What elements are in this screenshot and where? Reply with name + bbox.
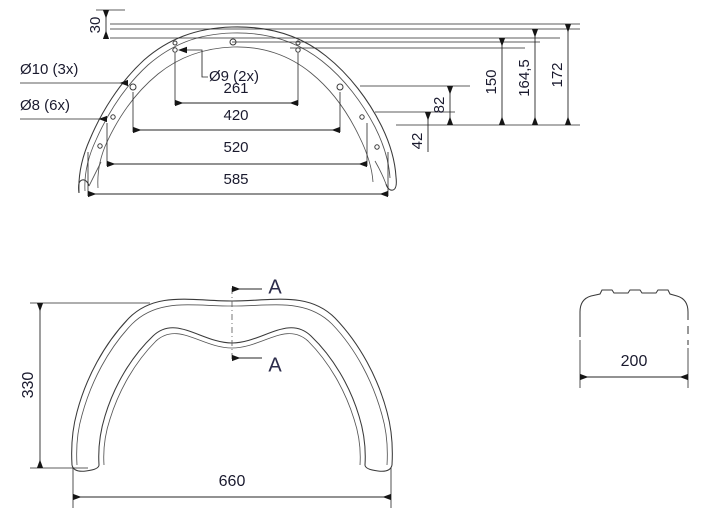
fender-left-tip-edge	[88, 161, 102, 187]
section-a-label-top: A	[268, 276, 282, 298]
hole-dia9-center	[229, 38, 237, 46]
top-view: Ø10 (3x) Ø8 (6x) Ø9 (2x) 30 261 420 520 …	[20, 9, 580, 198]
callout-dia10-label: Ø10 (3x)	[20, 61, 78, 78]
section-a-label-bottom: A	[268, 354, 282, 376]
dimtext-172: 172	[549, 62, 566, 87]
callout-dia9-label: Ø9 (2x)	[209, 68, 259, 85]
section-profile-outline	[579, 289, 689, 337]
dimtext-42: 42	[409, 133, 426, 150]
section-view: 200	[579, 289, 689, 388]
hole-right-lower-small	[295, 47, 301, 53]
hole-left-flank-low	[97, 143, 103, 149]
fender-offset-contour	[84, 32, 391, 192]
fender-inner-panel-contour	[97, 46, 374, 189]
hole-left-upper-small	[172, 40, 178, 46]
dimtext-330: 330	[20, 372, 37, 399]
side-right-bottom-edge	[364, 464, 393, 472]
hole-right-flank-low	[374, 144, 380, 150]
side-view: A A 330 660	[20, 276, 393, 508]
hole-left-flank-mid	[110, 114, 116, 120]
hole-right-upper-small	[295, 40, 301, 46]
hole-right-flank-dia10	[336, 83, 344, 91]
side-inner-offset	[103, 333, 361, 466]
dimtext-30: 30	[87, 17, 104, 34]
dimtext-164-5: 164,5	[516, 59, 533, 97]
dimtext-261: 261	[223, 80, 248, 97]
dimtext-520: 520	[223, 139, 248, 156]
dimtext-660: 660	[219, 473, 246, 490]
hole-left-flank-dia10	[129, 83, 137, 91]
leader-dia9-arrowhead	[178, 46, 187, 54]
dimtext-82: 82	[431, 97, 448, 114]
dimtext-150: 150	[483, 69, 500, 94]
dimtext-200: 200	[621, 353, 648, 370]
hole-right-flank-mid	[359, 114, 365, 120]
hole-left-lower-small	[172, 47, 178, 53]
fender-outer-contour	[78, 26, 397, 194]
dimtext-420: 420	[223, 107, 248, 124]
leader-dia9	[186, 49, 208, 78]
dimtext-585: 585	[223, 171, 248, 188]
side-left-bottom-edge	[71, 464, 100, 472]
fender-right-tip-edge	[374, 160, 387, 185]
fender-right-tip	[385, 176, 397, 191]
callout-dia8-label: Ø8 (6x)	[20, 97, 70, 114]
